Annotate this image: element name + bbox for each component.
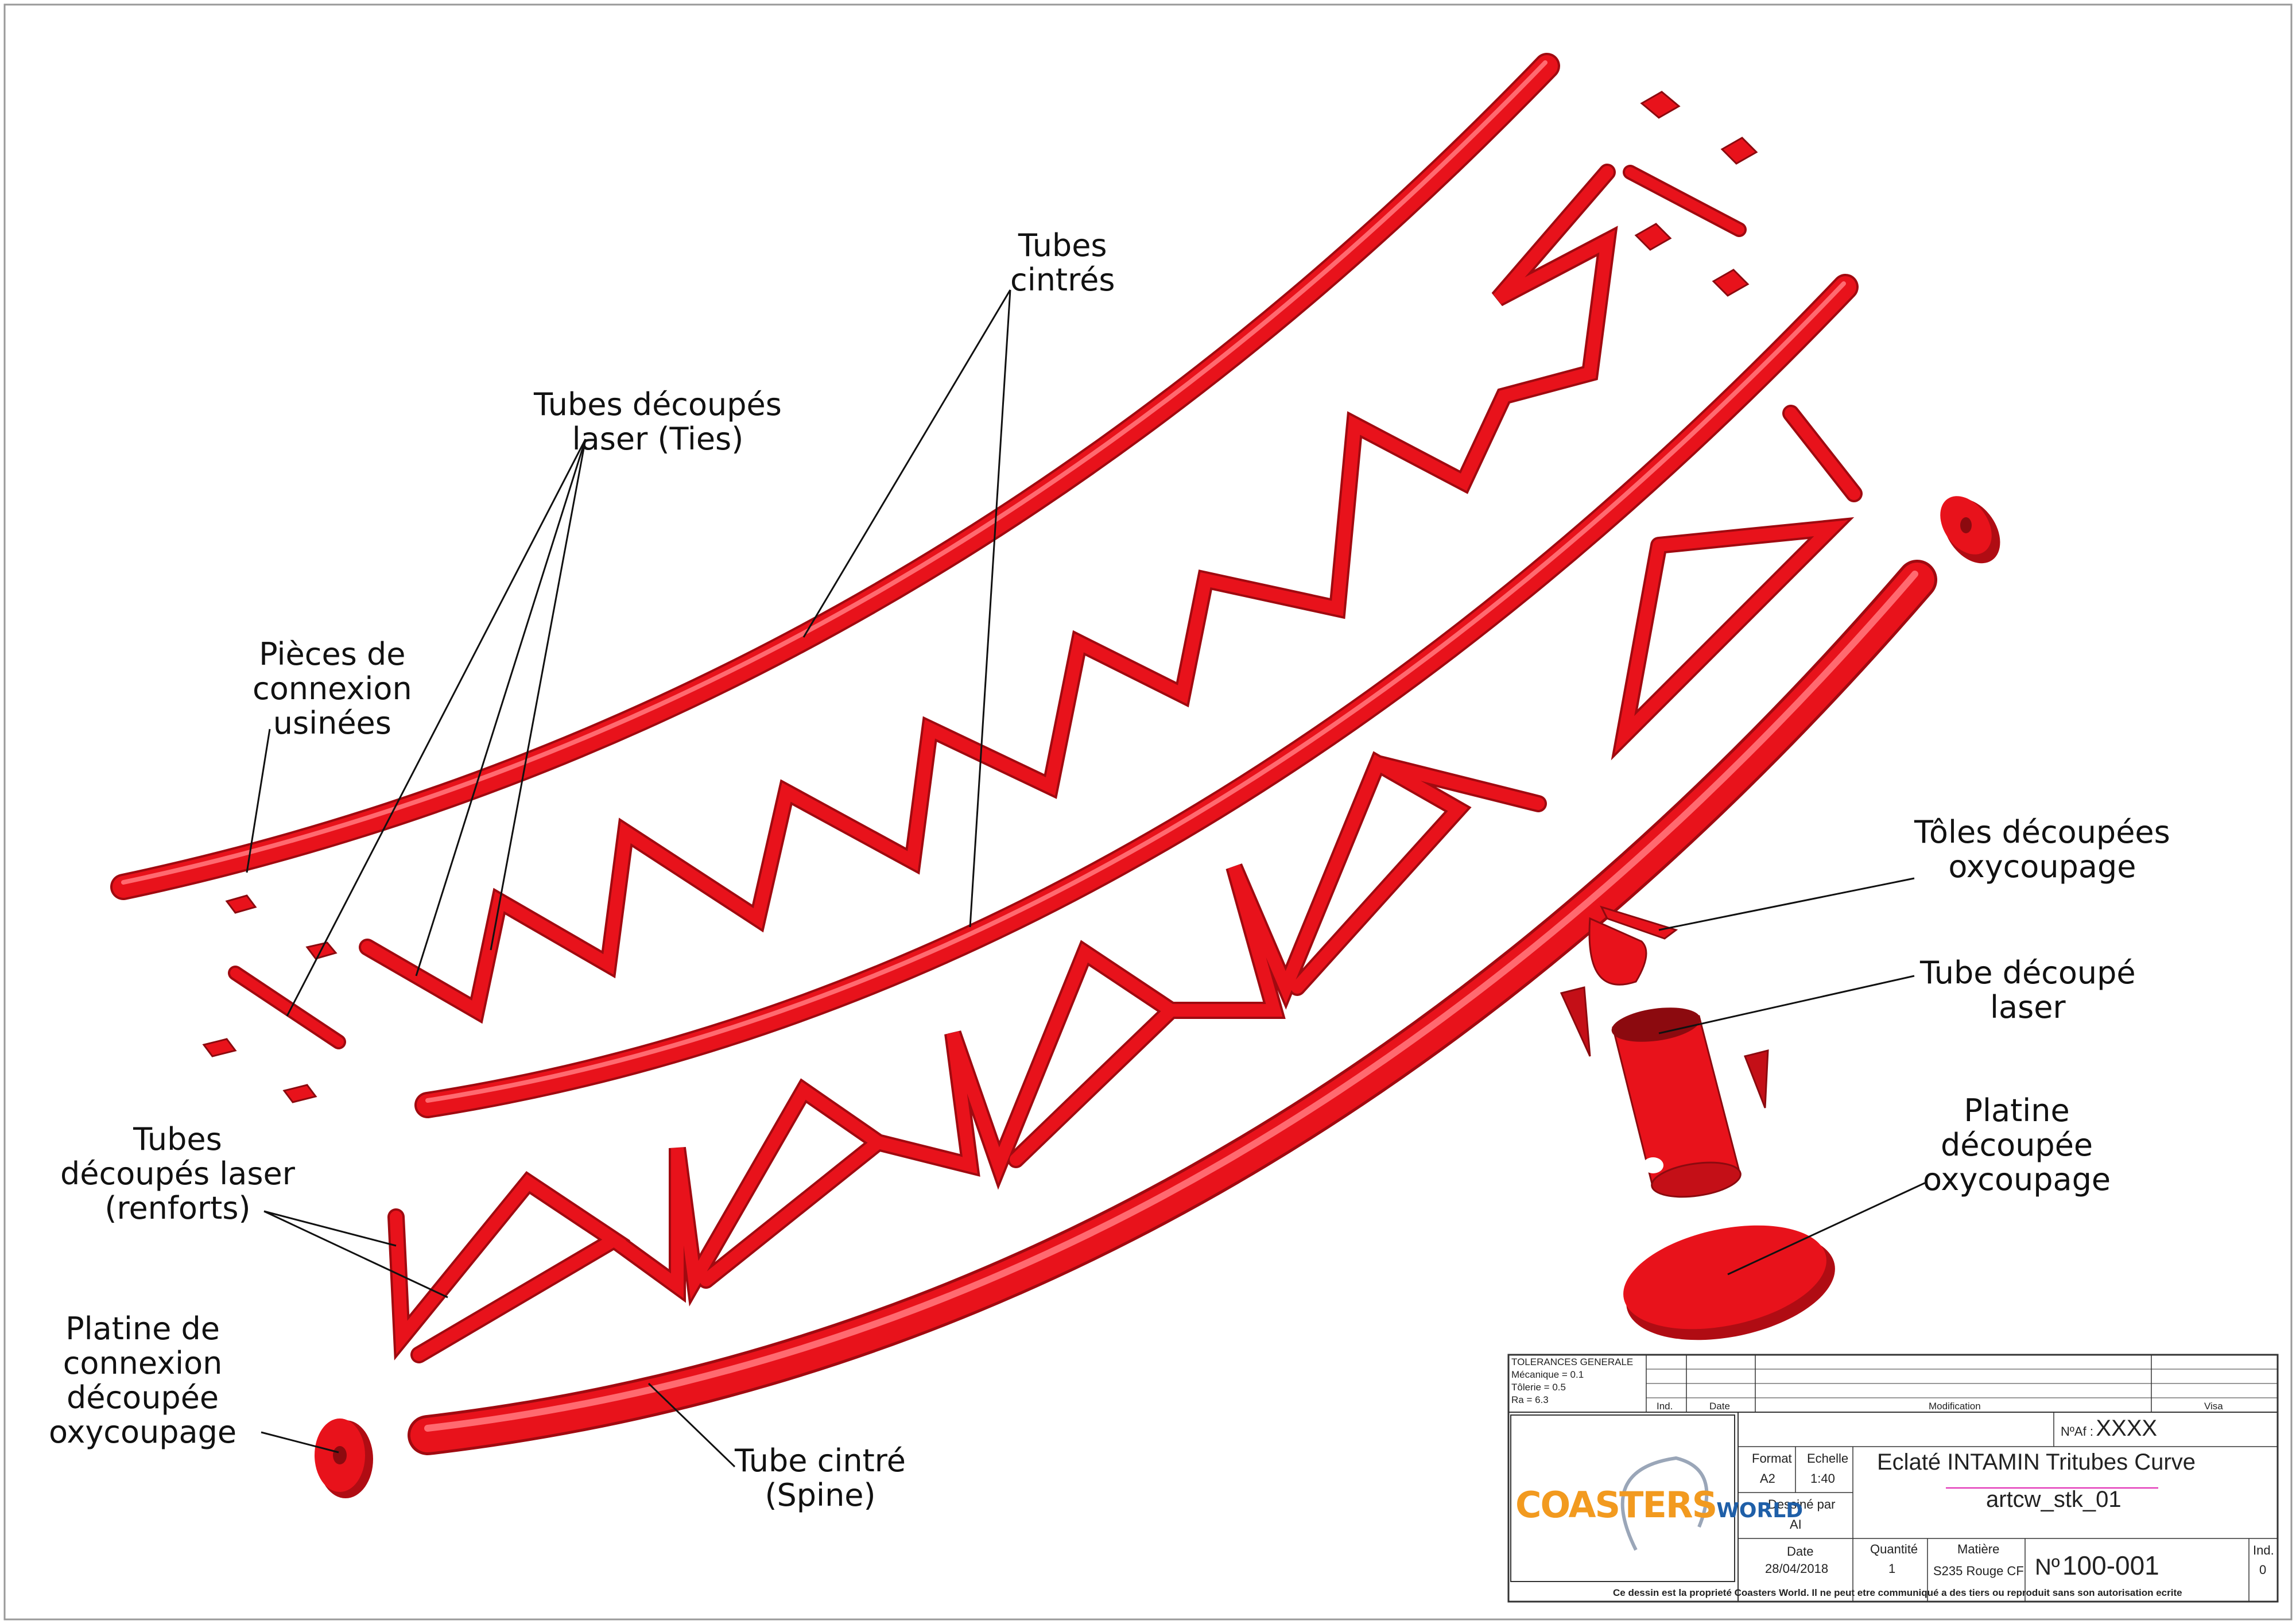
- drawing-number: Nº 100-001: [2035, 1550, 2159, 1581]
- title-block-frame: [1507, 1354, 2279, 1603]
- format-value: A2: [1760, 1471, 1775, 1486]
- cut-sheets: [1560, 905, 1769, 1108]
- naf-label: NºAf :: [2061, 1424, 2093, 1439]
- label-ties: Tubes découpés laser (Ties): [534, 386, 782, 457]
- label-platine: Platine découpée oxycoupage: [1923, 1092, 2111, 1197]
- ties-zigzag: [359, 164, 1618, 1024]
- label-pieces-connexion: Pièces de connexion usinées: [253, 636, 412, 741]
- matiere-value: S235 Rouge CF: [1933, 1564, 2024, 1578]
- label-platine-connexion: Platine de connexion découpée oxycoupage: [49, 1311, 237, 1450]
- label-toles: Tôles découpées oxycoupage: [1914, 814, 2170, 885]
- quantite-label: Quantité: [1870, 1542, 1918, 1556]
- renforts-zigzag: [387, 405, 1863, 1363]
- ind-label: Ind.: [2253, 1543, 2274, 1557]
- label-spine: Tube cintré (Spine): [735, 1443, 906, 1513]
- tolerance-tolerie: Tôlerie = 0.5: [1511, 1382, 1566, 1393]
- quantite-value: 1: [1888, 1561, 1896, 1576]
- logo-text-coasters: COASTERS: [1515, 1484, 1717, 1526]
- format-label: Format: [1752, 1451, 1792, 1466]
- naf-field: NºAf : XXXX: [2061, 1416, 2157, 1441]
- bent-tube-middle: [414, 274, 1859, 1118]
- echelle-value: 1:40: [1810, 1471, 1835, 1486]
- sheet-border: [3, 3, 2293, 1621]
- tolerance-mecanique: Mécanique = 0.1: [1511, 1369, 1584, 1380]
- date-value: 28/04/2018: [1765, 1561, 1829, 1576]
- ind-value: 0: [2259, 1563, 2267, 1577]
- tie-tubes-small: [228, 165, 1747, 1049]
- rev-visa-header: Visa: [2204, 1401, 2223, 1412]
- number-prefix: Nº: [2035, 1555, 2060, 1580]
- drawing-title: Eclaté INTAMIN Tritubes Curve: [1877, 1449, 2196, 1475]
- rev-modification-header: Modification: [1929, 1401, 1981, 1412]
- echelle-label: Echelle: [1807, 1451, 1849, 1466]
- dessine-label: Dessiné par: [1768, 1497, 1836, 1511]
- dessine-value: AI: [1790, 1517, 1802, 1532]
- ownership-footer: Ce dessin est la proprieté Coasters Worl…: [1613, 1587, 2182, 1598]
- matiere-label: Matière: [1957, 1542, 2000, 1556]
- number-value: 100-001: [2062, 1551, 2159, 1580]
- label-tubes-cintres: Tubes cintrés: [1010, 227, 1115, 298]
- company-logo: COASTERSWORLD: [1515, 1484, 1803, 1526]
- logo-swirl: [1620, 1456, 1709, 1551]
- logo-text-world: WORLD: [1716, 1499, 1804, 1522]
- drawing-ref: artcw_stk_01: [1986, 1487, 2122, 1512]
- bent-tube-top: [110, 53, 1560, 900]
- naf-value: XXXX: [2096, 1416, 2158, 1441]
- base-plate: [1623, 1225, 1835, 1340]
- label-renforts: Tubes découpés laser (renforts): [60, 1121, 295, 1226]
- date-label: Date: [1787, 1544, 1814, 1559]
- flange-top-right: [1940, 496, 2000, 564]
- rev-ind-header: Ind.: [1657, 1401, 1673, 1412]
- connection-plate: [315, 1418, 373, 1498]
- label-tube-laser: Tube découpé laser: [1920, 955, 2136, 1025]
- spine-tube: [408, 560, 1937, 1455]
- leader-lines: [246, 289, 1926, 1468]
- rev-date-header: Date: [1709, 1401, 1730, 1412]
- laser-cut-cylinder: [1611, 1007, 1742, 1198]
- tolerances-title: TOLERANCES GENERALE: [1511, 1356, 1634, 1367]
- tolerance-ra: Ra = 6.3: [1511, 1394, 1549, 1405]
